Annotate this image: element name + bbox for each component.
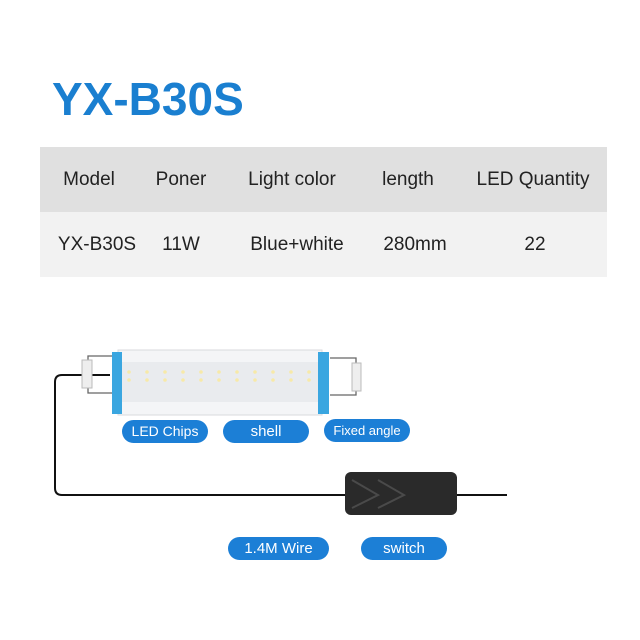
product-title: YX-B30S [52,73,244,125]
led-chip [289,370,293,374]
table-row: YX-B30S 11W Blue+white 280mm 22 [40,212,607,277]
led-chip [145,378,149,382]
label-wire: 1.4M Wire [228,537,329,560]
header-length: length [382,168,434,190]
label-switch: switch [361,537,447,560]
led-chip [271,378,275,382]
led-chip [235,378,239,382]
led-chip [307,378,311,382]
cell-power: 11W [162,233,200,255]
led-chip [217,370,221,374]
cell-light-color: Blue+white [250,233,344,255]
led-chip [181,370,185,374]
cell-length: 280mm [383,233,447,255]
led-chip [289,378,293,382]
led-chip [127,370,131,374]
led-chip [307,370,311,374]
cell-model: YX-B30S [57,233,137,255]
led-chip [253,378,257,382]
label-fixed-angle: Fixed angle [324,419,410,442]
end-cap-left [112,352,122,414]
wire [54,374,507,496]
spec-table: Model Poner Light color length LED Quant… [40,147,607,277]
led-chip [253,370,257,374]
cell-led-quantity: 22 [524,233,546,255]
led-chip [127,378,131,382]
led-chip [163,370,167,374]
header-power: Poner [155,168,207,190]
led-chip [163,378,167,382]
led-chip [235,370,239,374]
chevron-right-icon [351,479,407,509]
table-header-row: Model Poner Light color length LED Quant… [40,147,607,212]
label-shell: shell [223,420,309,443]
end-cap-right [318,352,329,414]
header-model: Model [63,168,115,190]
led-chip [217,378,221,382]
header-light-color: Light color [248,168,336,190]
header-led-quantity: LED Quantity [476,168,590,190]
led-chip [199,378,203,382]
led-chip [199,370,203,374]
led-chip [145,370,149,374]
led-chips [127,370,311,382]
led-chip [181,378,185,382]
label-led-chips: LED Chips [122,420,208,443]
led-chip [271,370,275,374]
